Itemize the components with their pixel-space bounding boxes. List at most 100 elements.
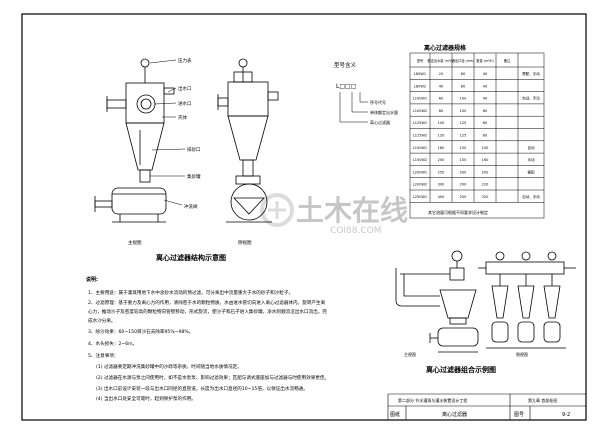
spec-table-cell: 需配、手动: [522, 71, 540, 76]
spec-table-header: 备注: [504, 58, 511, 63]
model-legend-item-2: 单体额定出水量: [370, 109, 398, 115]
spec-table-cell: 400: [438, 195, 445, 199]
combo-side-caption: 侧视图: [516, 351, 528, 357]
spec-table-header: 数量 (m³/h): [476, 58, 493, 63]
side-view-caption: 侧视图: [238, 239, 252, 246]
spec-table-cell: 300: [438, 183, 445, 187]
spec-table-cell: 需配: [528, 169, 536, 174]
notes-heading: 说明:: [86, 276, 98, 283]
label-pressure-gauge: 压力表: [178, 57, 192, 64]
spec-table-cell: 250: [460, 195, 467, 199]
spec-table-cell: 80: [461, 72, 465, 76]
spec-table-cell: 320: [482, 195, 489, 199]
combo-diagram-title: 离心过滤器组合示例图: [426, 365, 496, 374]
spec-table-cell: L150W2: [413, 158, 427, 162]
spec-table-cell: L80W2: [414, 84, 426, 88]
watermark-text: 土木在线: [296, 194, 408, 227]
title-block-chapter: 第九章 首部枢纽: [528, 397, 557, 403]
spec-table-cell: L125W2: [413, 134, 427, 138]
note-line: 4、水头损失：2~6m。: [88, 340, 137, 347]
note-line: 5、注意事项：: [88, 352, 119, 359]
label-sand-tank: 集砂罐: [187, 173, 201, 180]
watermark-logo-icon: [260, 193, 294, 227]
spec-table-cell: 80: [461, 84, 465, 88]
spec-table-cell: 200: [438, 158, 445, 162]
spec-table-cell: 60: [439, 97, 443, 101]
spec-table-cell: 80: [483, 134, 487, 138]
main-diagram-title: 离心过滤器结构示意图: [156, 253, 226, 262]
model-code: L□□□: [336, 83, 356, 90]
combo-front-caption: 主视图: [404, 351, 416, 357]
title-block-drawing-name: 离心过滤器: [442, 411, 467, 418]
spec-table-cell: L200W2: [413, 183, 427, 187]
spec-table-cell: L100W2: [413, 109, 427, 113]
spec-table-cell: 250: [438, 170, 445, 174]
title-block-project: 第二部分 节水灌溉与灌水装置设计工程: [398, 397, 467, 403]
note-line: 心力，推动沙子及密度较高的颗粒物向管壁移动，形式旋流，使沙子和石子进入集砂罐，净…: [88, 308, 327, 315]
spec-table-cell: 自动、手动: [522, 96, 540, 101]
spec-table-cell: L250W1: [413, 195, 427, 199]
spec-table-cell: L200W1: [413, 170, 427, 174]
spec-table-cell: 手动: [528, 157, 536, 162]
note-line: (3) 出水口前设计安装一段与出水口同径的直管道，长度为出水口直径的10~15倍…: [96, 385, 308, 392]
watermark-subtext: COI88.COM: [330, 226, 381, 236]
model-legend-lines: [339, 92, 368, 123]
spec-table-cell: 100: [460, 109, 467, 113]
watermark: 土木在线 COI88.COM: [260, 193, 408, 236]
spec-table-cell: 自动: [528, 145, 536, 150]
note-line: 成水沙分离。: [88, 317, 116, 324]
spec-table-cell: L100W1: [413, 97, 427, 101]
spec-table-cell: 100: [482, 146, 489, 150]
note-line: (2) 过滤器在水源与泵之间使用时，如不是水泵泵、影响过滤效果；匹配与调式底座加…: [96, 374, 329, 381]
note-line: 2、过滤原理：基于重力及离心力的作用，清除密于水的颗粒物质。水由进水管切向进入离…: [88, 299, 326, 306]
spec-table-cell: 160: [438, 146, 445, 150]
spec-table-cell: 200: [460, 170, 467, 174]
label-sand-outlet: 排砂口: [187, 146, 201, 153]
label-flush-valve: 冲洗阀: [184, 203, 198, 210]
title-block-drawing-label: 图纸: [390, 411, 400, 418]
combo-front-view: [395, 250, 479, 353]
label-outlet: 出水口: [178, 85, 192, 92]
front-view: [94, 58, 175, 223]
spec-table-cell: L125W1: [413, 121, 427, 125]
model-legend-item-3: 离心过滤器: [370, 119, 390, 125]
spec-table-cell: 150: [460, 158, 467, 162]
spec-table-cell: 40: [439, 84, 443, 88]
spec-table-cell: 100: [438, 121, 445, 125]
spec-table-cell: 220: [482, 183, 489, 187]
note-line: (1) 过滤器要定期冲洗集砂罐中的沙砾等杂质，时间随当地水质情况定。: [96, 363, 242, 370]
side-view: [217, 58, 279, 223]
combo-side-view: [478, 251, 576, 349]
note-line: (4) 当出水口处安全可靠时，起到保护泵的作用。: [96, 395, 196, 402]
spec-table-cell: 60: [483, 109, 487, 113]
spec-table-cell: L80W1: [414, 72, 426, 76]
spec-table-title: 离心过滤器规格: [424, 44, 467, 52]
spec-table-cell: 40: [483, 97, 487, 101]
spec-table-cell: 160: [482, 158, 489, 162]
spec-table-cell: 40: [483, 84, 487, 88]
spec-table-header: 型号: [417, 58, 423, 63]
spec-table-cell: L150W1: [413, 146, 427, 150]
spec-table-cell: 40: [483, 72, 487, 76]
spec-table-cell: 120: [438, 134, 445, 138]
spec-table-header: 额定出水量 (m³/h): [428, 58, 455, 63]
label-inlet: 进水口: [178, 100, 192, 107]
spec-table-cell: 20: [439, 72, 443, 76]
title-block-number-label: 图号: [514, 412, 524, 418]
spec-table-cell: 60: [483, 121, 487, 125]
spec-table-cell: 80: [439, 109, 443, 113]
model-legend-heading: 型号含义: [334, 61, 357, 69]
spec-table-cell: 200: [460, 183, 467, 187]
note-line: 1、主要用途：属于灌溉用地下水中含砂水流动的预过滤，可分离出中流量重大于水的砂子…: [88, 289, 293, 296]
model-legend-item-1: 序号代号: [370, 99, 386, 105]
front-view-caption: 主视图: [128, 239, 142, 246]
spec-table: [409, 52, 545, 219]
spec-table-cell: 200: [482, 170, 489, 174]
note-line: 3、除沙效果：60~150目沙石去除率95%~98%。: [88, 328, 193, 335]
spec-table-cell: 125: [460, 121, 467, 125]
title-block-number: 9-2: [562, 412, 570, 418]
label-shell: 壳体: [178, 114, 187, 121]
title-block: [387, 393, 586, 420]
sheet-border: [21, 13, 587, 421]
